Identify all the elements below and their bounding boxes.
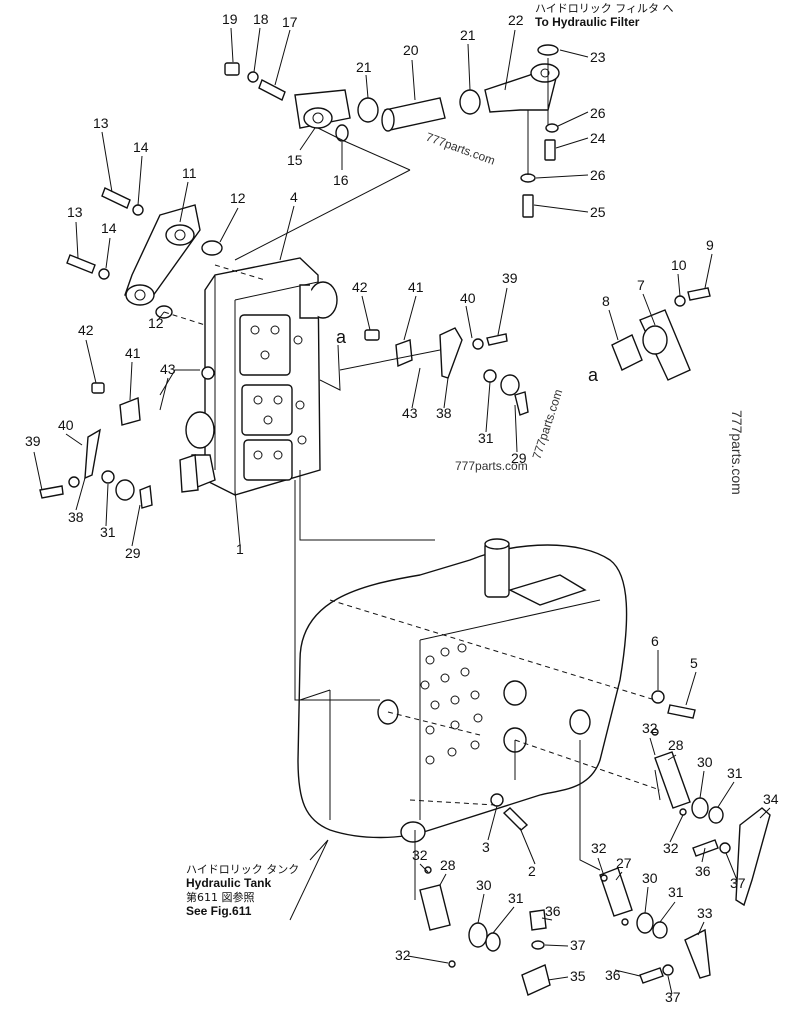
callout-38-a: 38 <box>436 405 452 421</box>
callout-10: 10 <box>671 257 687 273</box>
tank-note: ハイドロリック タンク Hydraulic Tank 第611 図参照 See … <box>186 863 299 918</box>
tank-note-jp: ハイドロリック タンク <box>186 863 299 876</box>
callout-9: 9 <box>706 237 714 253</box>
small-parts <box>39 44 771 996</box>
tank-note-en: Hydraulic Tank <box>186 876 271 890</box>
callout-21-b: 21 <box>460 27 476 43</box>
callout-31-b: 31 <box>100 524 116 540</box>
callout-40-a: 40 <box>460 290 476 306</box>
callout-26-b: 26 <box>590 167 606 183</box>
callout-20: 20 <box>403 42 419 58</box>
control-valve <box>179 257 338 496</box>
callout-5: 5 <box>690 655 698 671</box>
callout-29-a: 29 <box>511 450 527 466</box>
callout-31-d: 31 <box>508 890 524 906</box>
callout-28-b: 28 <box>440 857 456 873</box>
callout-37-b: 37 <box>570 937 586 953</box>
callout-35: 35 <box>570 968 586 984</box>
clamp-21-left <box>357 97 379 123</box>
callout-36-a: 36 <box>695 863 711 879</box>
hydraulic-tank <box>297 538 628 843</box>
callout-29-b: 29 <box>125 545 141 561</box>
watermark-1: 777parts.com <box>424 130 497 168</box>
callout-19: 19 <box>222 11 238 27</box>
callout-21-a: 21 <box>356 59 372 75</box>
callout-a-2: a <box>588 365 599 385</box>
callout-13-a: 13 <box>93 115 109 131</box>
callout-43-a: 43 <box>402 405 418 421</box>
callout-32-e: 32 <box>395 947 411 963</box>
callout-41-a: 41 <box>408 279 424 295</box>
callout-37-a: 37 <box>730 875 746 891</box>
watermark-3: 777parts.com <box>455 459 528 473</box>
callout-30-b: 30 <box>476 877 492 893</box>
tank-fig-jp: 第611 図参照 <box>186 890 255 904</box>
callout-23: 23 <box>590 49 606 65</box>
callout-34: 34 <box>763 791 779 807</box>
watermarks: 777parts.com 777parts.com 777parts.com 7… <box>424 130 745 495</box>
callout-15: 15 <box>287 152 303 168</box>
clamp-21-right <box>459 89 481 115</box>
tank-fig-en: See Fig.611 <box>186 904 252 918</box>
callout-4: 4 <box>290 189 298 205</box>
hose-20 <box>381 97 446 132</box>
elbow-15 <box>294 89 351 129</box>
callout-13-b: 13 <box>67 204 83 220</box>
callout-42-b: 42 <box>78 322 94 338</box>
elbow-11 <box>124 204 201 306</box>
callout-33: 33 <box>697 905 713 921</box>
callout-43-b: 43 <box>160 361 176 377</box>
callout-16: 16 <box>333 172 349 188</box>
callout-14-b: 14 <box>101 220 117 236</box>
callout-3: 3 <box>482 839 490 855</box>
callout-32-c: 32 <box>412 847 428 863</box>
callout-31-e: 31 <box>668 884 684 900</box>
callout-39-a: 39 <box>502 270 518 286</box>
callout-2: 2 <box>528 863 536 879</box>
callout-1: 1 <box>236 541 244 557</box>
callout-26-a: 26 <box>590 105 606 121</box>
filter-note: ハイドロリック フィルタ へ To Hydraulic Filter <box>535 2 674 29</box>
callout-41-b: 41 <box>125 345 141 361</box>
callout-labels: 19 18 17 15 16 21 20 21 22 23 26 24 26 2… <box>25 11 779 1005</box>
callout-36-c: 36 <box>605 967 621 983</box>
callout-32-b: 32 <box>663 840 679 856</box>
callout-12-a: 12 <box>230 190 246 206</box>
callout-8: 8 <box>602 293 610 309</box>
callout-38-b: 38 <box>68 509 84 525</box>
callout-27: 27 <box>616 855 632 871</box>
callout-11: 11 <box>182 165 197 181</box>
callout-30-a: 30 <box>697 754 713 770</box>
filter-note-jp: ハイドロリック フィルタ へ <box>535 2 674 15</box>
callout-12-b: 12 <box>148 315 164 331</box>
callout-7: 7 <box>637 277 645 293</box>
leader-lines <box>159 58 661 921</box>
callout-14-a: 14 <box>133 139 149 155</box>
filter-note-en: To Hydraulic Filter <box>535 15 640 29</box>
callout-36-b: 36 <box>545 903 561 919</box>
callout-30-c: 30 <box>642 870 658 886</box>
elbow-22 <box>484 63 560 113</box>
callout-6: 6 <box>651 633 659 649</box>
callout-31-c: 31 <box>727 765 743 781</box>
callout-22: 22 <box>508 12 524 28</box>
callout-17: 17 <box>282 14 298 30</box>
callout-32-a: 32 <box>642 720 658 736</box>
watermark-2: 777parts.com <box>530 387 566 460</box>
watermark-4: 777parts.com <box>729 410 745 495</box>
callout-37-c: 37 <box>665 989 681 1005</box>
callout-18: 18 <box>253 11 269 27</box>
callout-24: 24 <box>590 130 606 146</box>
callout-32-d: 32 <box>591 840 607 856</box>
callout-25: 25 <box>590 204 606 220</box>
callout-31-a: 31 <box>478 430 494 446</box>
callout-42-a: 42 <box>352 279 368 295</box>
callout-40-b: 40 <box>58 417 74 433</box>
callout-39-b: 39 <box>25 433 41 449</box>
callout-a-1: a <box>336 327 347 347</box>
callout-28-a: 28 <box>668 737 684 753</box>
